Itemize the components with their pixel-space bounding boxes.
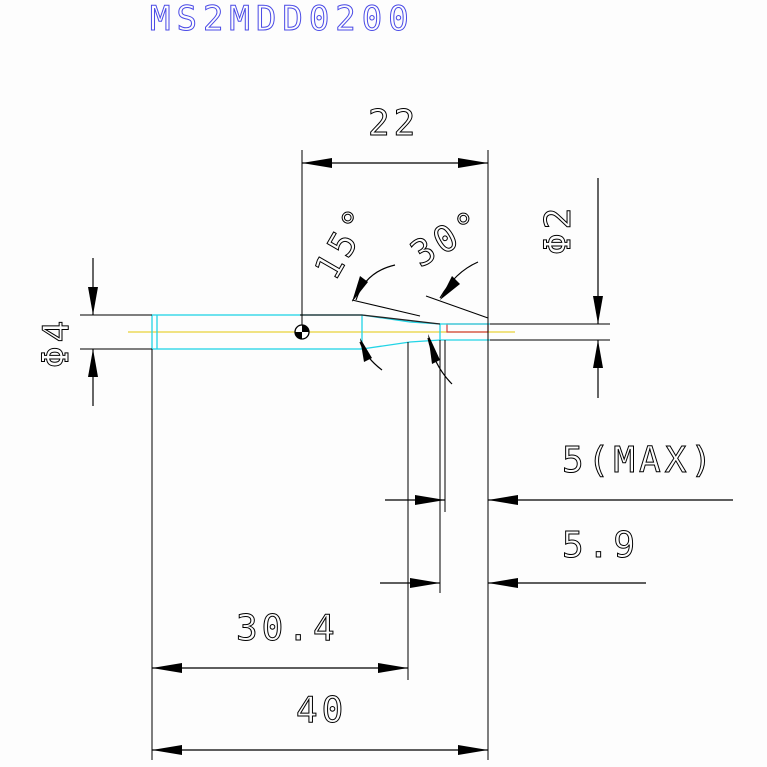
arrow-head (415, 495, 445, 505)
arrow-head (593, 340, 603, 368)
angle-label-15: 15° (307, 199, 381, 286)
arrow-head (440, 276, 460, 300)
dimension-label-5-9: 5.9 (562, 525, 639, 566)
angle-label-30: 30° (404, 202, 491, 276)
arrow-head (352, 276, 368, 302)
arrow-head (152, 745, 182, 755)
dimension-tip-diameter: Φ2 (490, 178, 610, 398)
taper-profile (361, 314, 441, 350)
shank-body (151, 314, 363, 350)
drawing-title: MS2MDD0200 (150, 0, 415, 39)
dimension-label-22: 22 (368, 103, 419, 144)
arrow-head (488, 578, 518, 588)
arrow-head (488, 495, 518, 505)
dimension-5-max: 5(MAX) (385, 340, 733, 512)
dimension-22: 22 (301, 103, 489, 760)
origin-marker-icon (294, 324, 310, 340)
arrow-head (378, 663, 408, 673)
dimension-label-40: 40 (296, 690, 347, 731)
tip-highlight (446, 323, 489, 333)
arrow-head (458, 158, 488, 168)
dimension-label-30-4: 30.4 (236, 608, 339, 649)
arrow-head (152, 663, 182, 673)
dimension-40: 40 (152, 690, 488, 755)
angle-15: 15° (307, 199, 421, 371)
arrow-head (593, 296, 603, 324)
arrow-head (302, 158, 332, 168)
taper-top-edge (361, 314, 441, 325)
dimension-label-tip-diameter: Φ2 (538, 204, 579, 255)
arrow-head (88, 349, 98, 377)
dimension-shank-diameter: Φ4 (36, 258, 152, 406)
part-outline (128, 314, 515, 350)
arrow-head (360, 338, 372, 362)
dimension-label-5-max: 5(MAX) (562, 440, 716, 481)
dimension-label-shank-diameter: Φ4 (36, 317, 77, 368)
dimension-5-9: 5.9 (380, 340, 646, 593)
arrow-head (410, 578, 440, 588)
arrow-head (428, 334, 440, 364)
arrow-head (458, 745, 488, 755)
arrow-head (88, 287, 98, 315)
dimension-30-4: 30.4 (151, 342, 409, 760)
angle-30: 30° (404, 201, 492, 385)
